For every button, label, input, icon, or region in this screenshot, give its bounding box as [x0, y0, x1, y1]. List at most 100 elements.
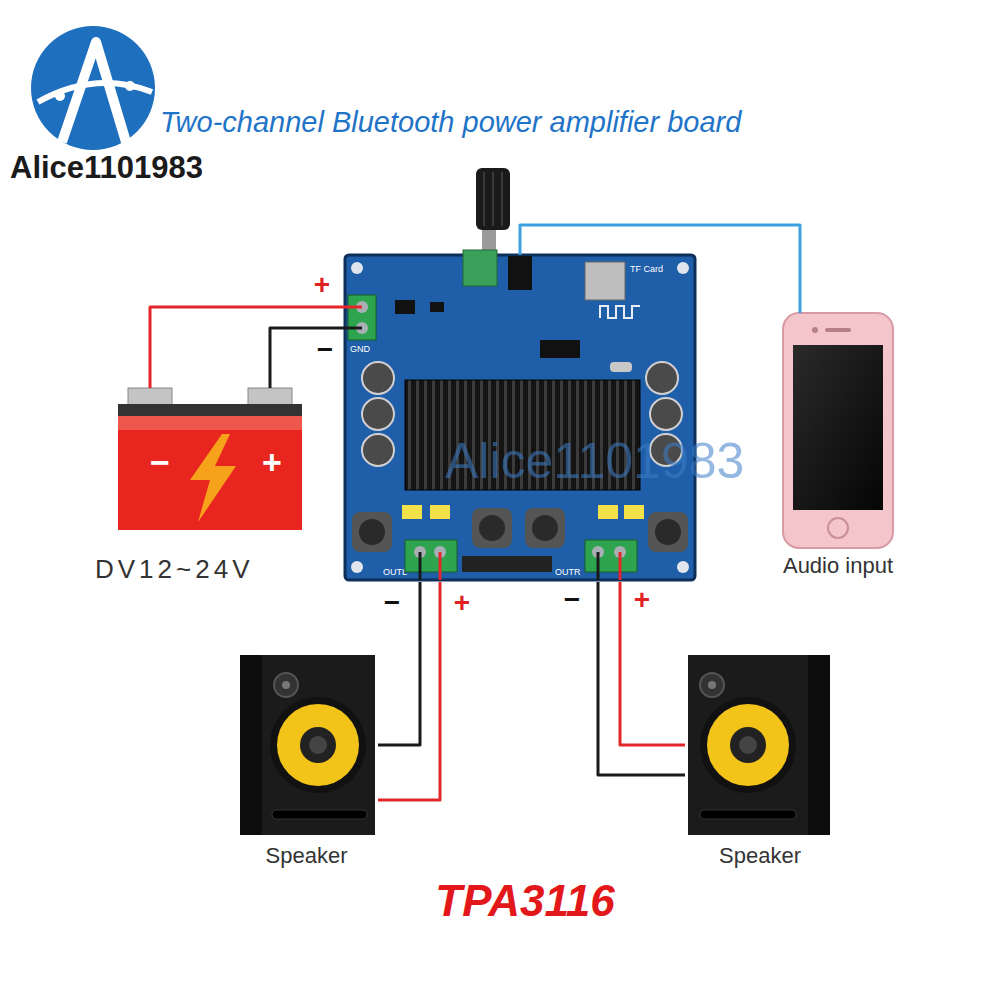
speaker-left-part [240, 655, 262, 835]
volume-knob-part [476, 168, 510, 230]
speaker-left-part [300, 727, 336, 763]
amplifier-board-part [532, 515, 558, 541]
smartphone-part [828, 518, 848, 538]
wire-stub-part [597, 552, 600, 580]
amplifier-board-part [646, 362, 678, 394]
battery-part [118, 416, 302, 530]
smartphone [783, 313, 893, 548]
amplifier-board-part [351, 561, 363, 573]
terminal-sign: − [150, 445, 170, 479]
speaker-right-part [708, 681, 716, 689]
speaker-right-part [688, 655, 830, 835]
logo-dot [125, 81, 135, 91]
wire-stub-part [439, 552, 442, 580]
polarity-sign: + [452, 589, 472, 617]
amplifier-board: TF CardGND OUTL OUTR [345, 255, 695, 582]
speaker-right-part [700, 673, 724, 697]
node-label: GND [350, 344, 370, 354]
node-label: DV12~24V [95, 555, 253, 585]
amplifier-board-part [430, 505, 450, 519]
amplifier-board-part [624, 505, 644, 519]
speaker-wire [378, 582, 420, 745]
speaker: Speaker [685, 655, 835, 873]
amplifier-board-part [463, 250, 497, 286]
polarity-sign: + [632, 586, 652, 614]
polarity-sign: − [382, 589, 402, 617]
amplifier-board-part [508, 256, 532, 290]
node-label: Speaker [266, 843, 348, 868]
wire-stub-part [619, 552, 622, 580]
battery-part [118, 404, 302, 416]
amplifier-board-part [600, 306, 640, 318]
smartphone-part [825, 328, 851, 332]
amplifier-board-part [348, 295, 376, 340]
speaker-right-part [700, 810, 796, 819]
amplifier-board-part [362, 434, 394, 466]
volume-knob-part [492, 172, 494, 226]
volume-knob-part [483, 172, 485, 226]
speaker-left-part [270, 697, 366, 793]
battery: DV12~24V [90, 388, 305, 593]
wire-stub-part [345, 306, 362, 309]
polarity-sign: + [312, 271, 332, 299]
ground-wire [270, 328, 345, 388]
speaker-right-part [707, 704, 789, 786]
battery-part [128, 388, 172, 406]
amplifier-board-part [351, 262, 363, 274]
amplifier-board-part [598, 505, 618, 519]
speaker-right-part [739, 736, 757, 754]
speaker-right-part [808, 655, 830, 835]
wire-stub-part [345, 327, 362, 330]
amplifier-board-part [525, 508, 565, 548]
speaker-left-part [277, 704, 359, 786]
amplifier-board-part [610, 362, 632, 372]
amplifier-board-part [585, 540, 637, 572]
speaker-left-part [282, 681, 290, 689]
node-label: OUTL [383, 567, 407, 577]
amplifier-board-part [362, 362, 394, 394]
amplifier-board-part [359, 519, 385, 545]
battery-part [118, 416, 302, 430]
amplifier-board-part [585, 262, 625, 300]
watermark: Alice1101983 [445, 436, 744, 486]
amplifier-board-part [362, 398, 394, 430]
speaker-left [240, 655, 375, 835]
smartphone: Audio input [770, 313, 906, 583]
audio-cable [520, 225, 800, 313]
amplifier-board-part [479, 515, 505, 541]
amplifier-board-part [395, 300, 415, 314]
logo-disc [31, 26, 155, 150]
battery-part [248, 388, 292, 406]
node-label: TF Card [630, 264, 663, 274]
brand-name: Alice1101983 [10, 152, 203, 183]
amplifier-board-part [650, 398, 682, 430]
speaker-left-part [272, 810, 367, 819]
logo-dot [55, 91, 65, 101]
smartphone-part [812, 327, 818, 333]
amplifier-board-part [345, 255, 695, 580]
power-wire [150, 307, 345, 388]
speaker-right-part [700, 697, 796, 793]
speaker-wire [378, 582, 440, 800]
amplifier-board-part [472, 508, 512, 548]
terminal-sign: + [262, 445, 282, 479]
amplifier-board-part [402, 505, 422, 519]
amplifier-board-part [405, 540, 457, 572]
chip-caption: TPA3116 [325, 876, 725, 927]
smartphone-part [793, 345, 883, 510]
speaker-right-part [730, 727, 766, 763]
speaker-left-part [274, 673, 298, 697]
amplifier-board-part [430, 302, 444, 312]
battery-part [190, 434, 236, 522]
amplifier-board [345, 250, 695, 580]
page-title: Two-channel Bluetooth power amplifier bo… [160, 106, 741, 139]
node-label: OUTR [555, 567, 581, 577]
node-label: Audio input [783, 553, 893, 578]
amplifier-board-part [677, 561, 689, 573]
speaker-left-part [240, 655, 375, 835]
amplifier-board-part [462, 556, 552, 572]
amplifier-board-part [677, 262, 689, 274]
